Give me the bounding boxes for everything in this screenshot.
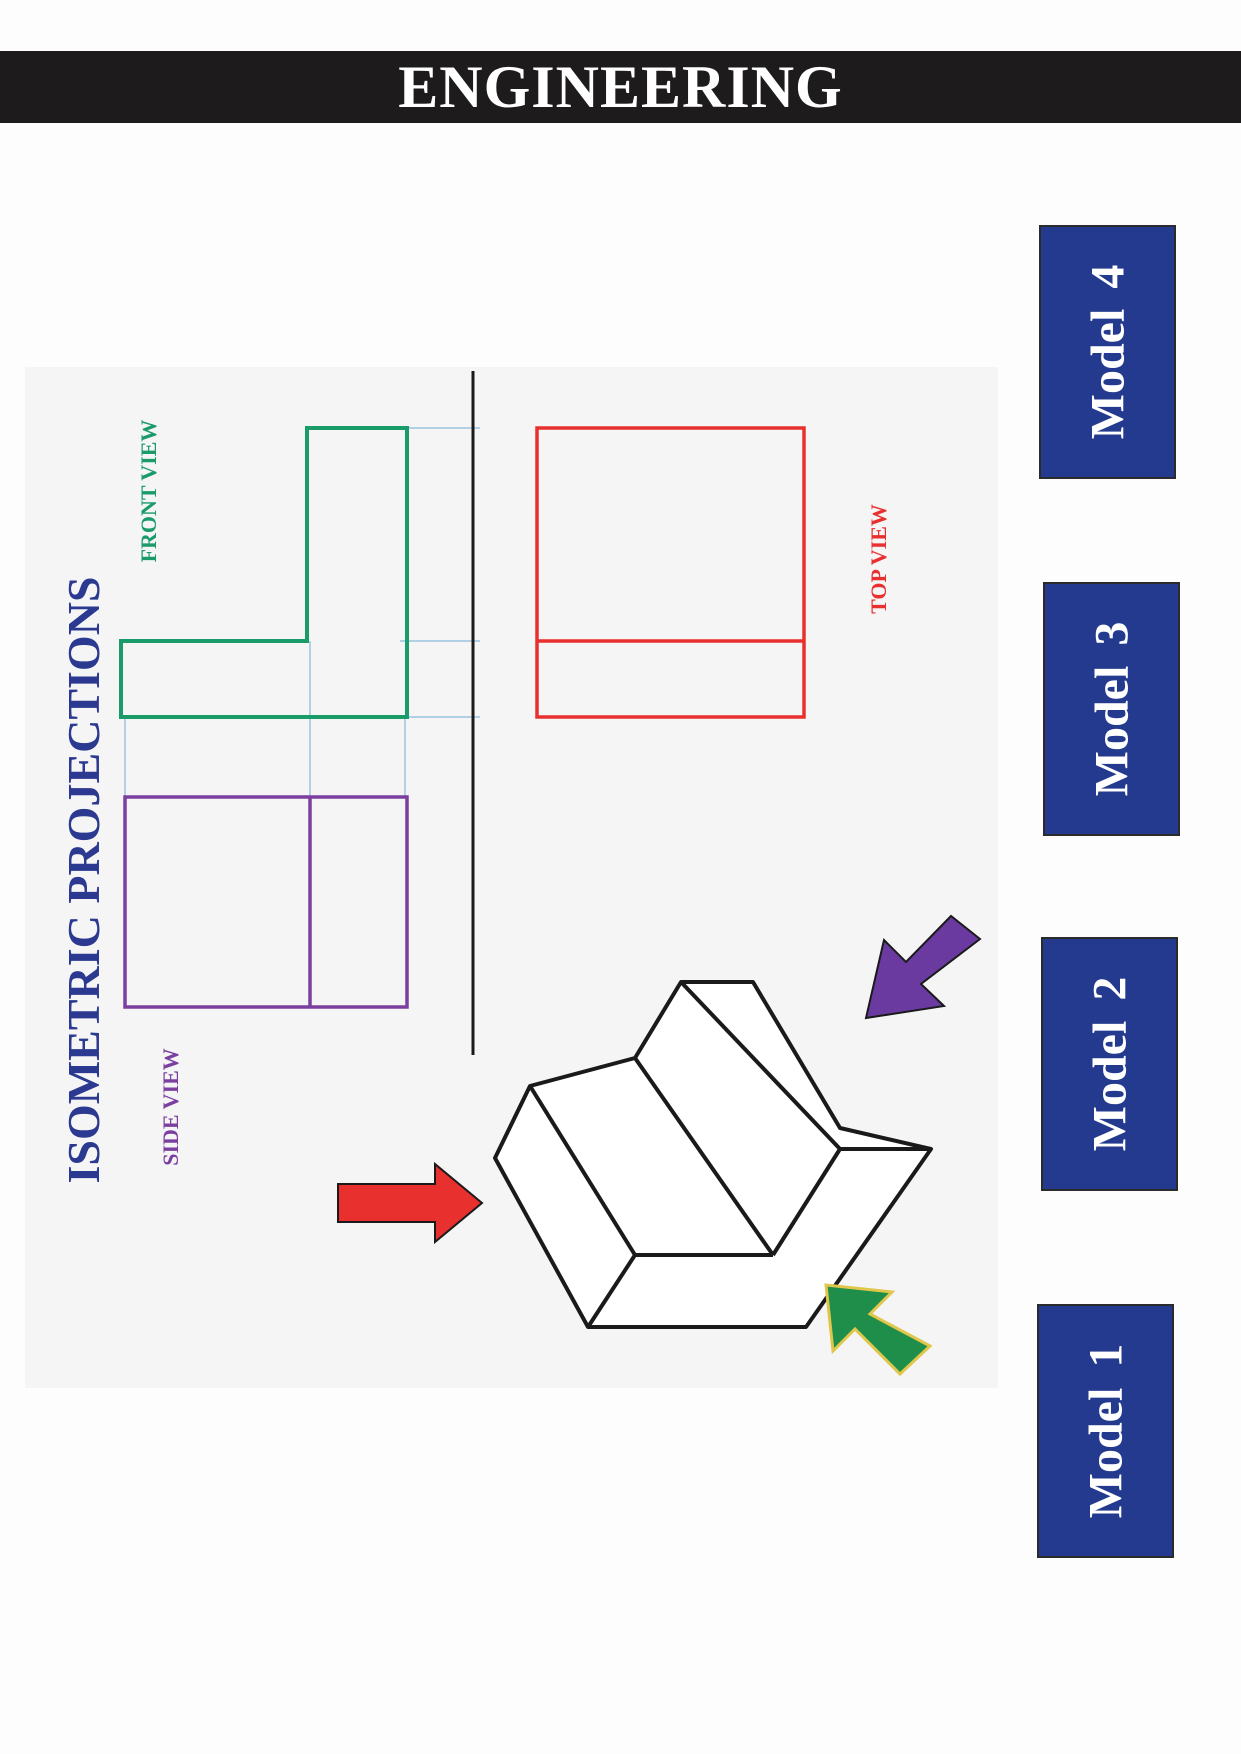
model-1-button[interactable]: Model 1 xyxy=(1037,1304,1174,1558)
top-view-shape xyxy=(535,426,806,719)
page-title: ENGINEERING xyxy=(398,53,843,120)
front-view-shape xyxy=(119,426,409,719)
header-bar: ENGINEERING xyxy=(0,51,1241,123)
isometric-projection-figure: ISOMETRIC PROJECTIONS FRONT VIEW TOP VIE… xyxy=(25,367,998,1388)
side-view-label: SIDE VIEW xyxy=(158,1048,183,1166)
purple-arrow xyxy=(864,914,982,1020)
model-4-label: Model 4 xyxy=(1081,264,1134,440)
top-view-label: TOP VIEW xyxy=(866,504,891,614)
model-3-button[interactable]: Model 3 xyxy=(1043,582,1180,836)
projection-drawing: ISOMETRIC PROJECTIONS FRONT VIEW TOP VIE… xyxy=(58,371,982,1377)
figure-title: ISOMETRIC PROJECTIONS xyxy=(58,576,109,1183)
red-arrow xyxy=(337,1161,484,1245)
projector-lines xyxy=(124,427,480,797)
model-1-label: Model 1 xyxy=(1079,1343,1132,1519)
model-2-label: Model 2 xyxy=(1083,976,1136,1152)
model-3-label: Model 3 xyxy=(1085,621,1138,797)
isometric-solid xyxy=(493,980,933,1329)
front-view-label: FRONT VIEW xyxy=(136,420,161,563)
green-arrow xyxy=(824,1283,933,1377)
model-2-button[interactable]: Model 2 xyxy=(1041,937,1178,1191)
side-view-shape xyxy=(123,795,409,1009)
model-4-button[interactable]: Model 4 xyxy=(1039,225,1176,479)
